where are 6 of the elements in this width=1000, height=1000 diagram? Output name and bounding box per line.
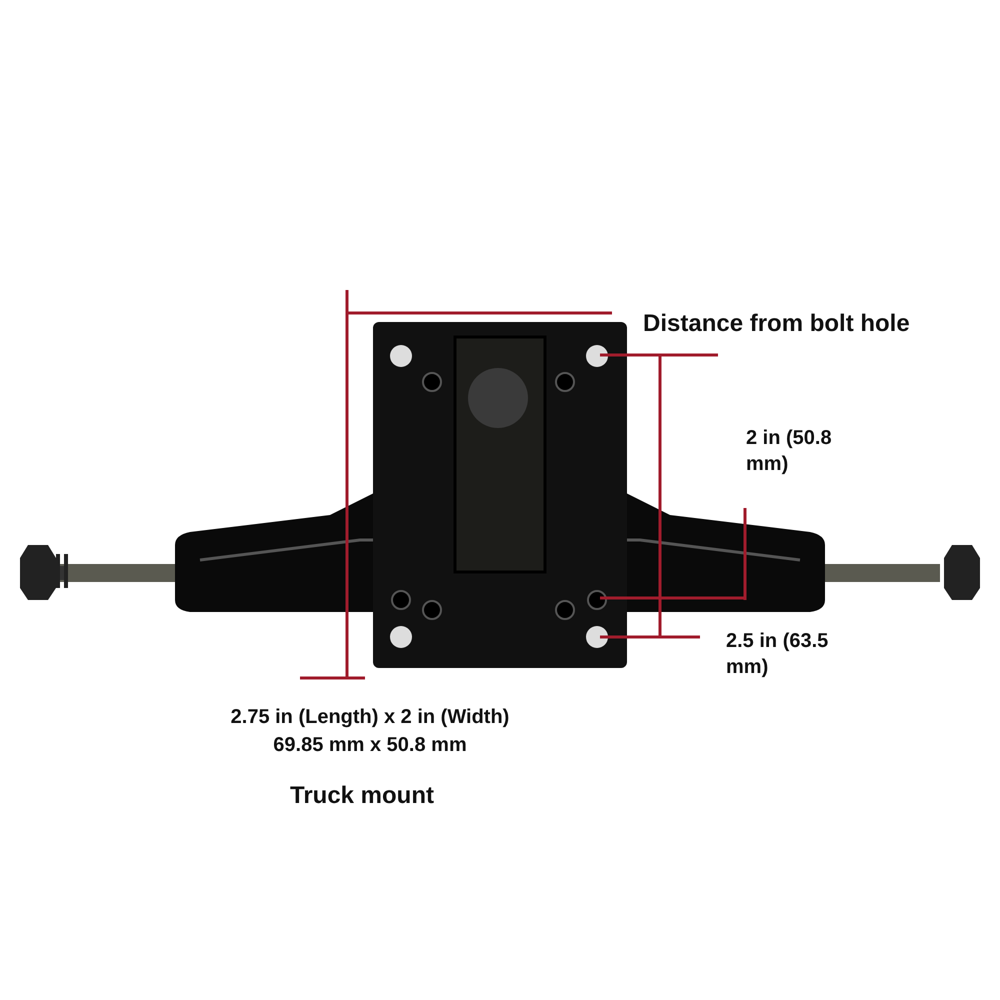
caption: Truck mount xyxy=(288,781,435,811)
dimension-label: 69.85 mm x 50.8 mm xyxy=(272,733,468,758)
dimension-label: 2.75 in (Length) x 2 in (Width) xyxy=(230,705,510,730)
dimension-label: 2 in (50.8 mm) xyxy=(746,426,833,477)
dimension-label: Distance from bolt hole xyxy=(643,309,911,339)
dimension-label: 2.5 in (63.5 mm) xyxy=(726,629,830,680)
